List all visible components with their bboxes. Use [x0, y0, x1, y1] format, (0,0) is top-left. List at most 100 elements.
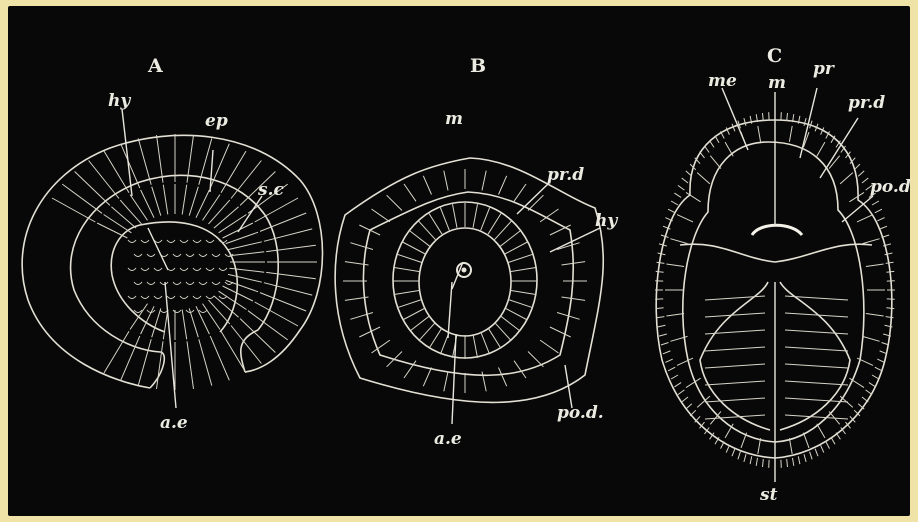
- panel-a-cell-wall: [182, 310, 187, 340]
- panel-b-cell-wall: [397, 300, 422, 308]
- panel-a-cell-wall: [240, 319, 275, 353]
- panel-a-yolk-cell: [167, 240, 175, 243]
- panel-c-cilium: [862, 178, 868, 183]
- panel-c-cilium: [872, 375, 879, 379]
- label-c-st: st: [759, 485, 778, 505]
- panel-b-cell-wall: [419, 221, 436, 239]
- panel-c-cilium: [674, 193, 681, 197]
- panel-c-cilium: [674, 383, 681, 387]
- panel-c-cilium: [831, 437, 835, 444]
- label-b-prd: pr.d: [547, 165, 584, 185]
- panel-b-prd-leader: [517, 182, 550, 214]
- panel-c-cilium: [663, 351, 670, 354]
- panel-b-cell-wall: [404, 184, 416, 201]
- panel-c-cell-wall: [789, 126, 792, 142]
- panel-a-yolk-cell: [212, 282, 220, 285]
- panel-a-cell-wall: [182, 185, 187, 215]
- panel-a-cell-wall: [230, 268, 265, 272]
- label-b-pod: po.d.: [557, 403, 604, 423]
- panel-c-cilium: [710, 141, 714, 148]
- panel-b-cell-wall: [410, 231, 430, 246]
- panel-c-gut-cell: [705, 415, 765, 419]
- panel-a-yolk-cell: [193, 268, 201, 271]
- panel-c-cilium: [787, 113, 788, 121]
- panel-c-cilium: [877, 359, 884, 362]
- panel-a-ae-leader: [165, 282, 176, 408]
- panel-a-yolk-cell: [212, 254, 220, 257]
- panel-b-cell-wall: [440, 208, 449, 231]
- panel-b-cell-wall: [387, 352, 402, 367]
- panel-b-cell-wall: [508, 300, 533, 308]
- panel-c-cilium: [787, 459, 788, 467]
- panel-c-cilium: [826, 442, 830, 449]
- panel-b-cell-wall: [500, 316, 520, 331]
- panel-a-cell-wall: [228, 242, 262, 250]
- panel-c-cilium: [657, 317, 665, 318]
- panel-b-cell-wall: [403, 308, 426, 320]
- panel-a-cell-wall: [219, 215, 247, 233]
- panel-a-cell-wall: [120, 200, 141, 224]
- panel-b-cell-wall: [387, 195, 402, 210]
- panel-c-cilium: [862, 397, 868, 402]
- panel-b-mouth-dot: [462, 268, 467, 273]
- panel-c-cell-wall: [863, 336, 880, 341]
- panel-c-cell-wall: [758, 438, 761, 454]
- panel-c-cilium: [750, 456, 752, 464]
- panel-a-yolk-cell: [141, 268, 149, 271]
- panel-a-cell-wall: [138, 339, 151, 385]
- panel-c-cilium: [886, 308, 894, 309]
- panel-c-cilium: [886, 317, 894, 318]
- panel-c-cilium: [744, 118, 746, 126]
- label-c-pod: po.d: [870, 177, 911, 197]
- panel-c-mouth: [752, 225, 802, 235]
- panel-a-yolk-cell: [160, 282, 168, 285]
- panel-c-cell-wall: [817, 424, 825, 438]
- panel-b-cell-wall: [505, 308, 528, 320]
- panel-b-cell-wall: [514, 184, 526, 201]
- panel-c-cell-wall: [710, 156, 721, 169]
- label-c-prd: pr.d: [848, 93, 885, 113]
- panel-c-cilium: [854, 164, 860, 170]
- panel-b-cell-wall: [444, 171, 448, 191]
- panel-a-cell-wall: [209, 200, 230, 224]
- panel-b-cell-wall: [550, 225, 571, 235]
- label-a-sc: s.c: [257, 180, 284, 200]
- label-b-m: m: [445, 109, 463, 129]
- panel-c-cilium: [877, 218, 884, 221]
- panel-a-yolk-cell: [186, 282, 194, 285]
- panel-b-cell-wall: [481, 332, 490, 355]
- panel-c-cell-wall: [803, 433, 809, 448]
- panel-c-gut-cell: [705, 381, 765, 385]
- panel-c-cilium: [866, 390, 873, 395]
- panel-c-cilium: [810, 452, 813, 460]
- panel-a-cell-wall: [214, 296, 239, 317]
- panel-c-cell-wall: [666, 264, 684, 267]
- panel-a-cell-wall: [221, 151, 246, 193]
- panel-b-cell-wall: [550, 327, 571, 337]
- panel-a-cell-wall: [163, 185, 168, 215]
- panel-a-cell-wall: [209, 300, 230, 324]
- panel-c-cilium: [668, 209, 675, 213]
- panel-c-cell-wall: [670, 239, 687, 244]
- panel-b-cell-wall: [562, 297, 586, 300]
- label-a-ae: a.e: [160, 413, 188, 433]
- panel-a-yolk-cell: [128, 240, 136, 243]
- panel-c-cilium: [657, 262, 665, 263]
- panel-a-blastopore-lip-right: [241, 330, 258, 372]
- panel-c-cilium: [682, 397, 688, 402]
- panel-c-cell-wall: [866, 314, 884, 317]
- panel-c-stomach-roof: [680, 244, 872, 262]
- panel-a-yolk-cell: [180, 296, 188, 299]
- panel-a-yolk-cell: [199, 282, 207, 285]
- panel-a-yolk-cell: [167, 296, 175, 299]
- panel-a-cell-wall: [75, 172, 110, 206]
- panel-c-cell-wall: [758, 126, 761, 142]
- panel-c-gut-cell: [705, 347, 765, 351]
- panel-c-cell-wall: [817, 142, 825, 156]
- panel-c-cell-wall: [677, 358, 693, 365]
- panel-b-middle-wall: [363, 192, 573, 375]
- panel-b-cell-wall: [372, 209, 390, 222]
- panel-c-cilium: [690, 410, 696, 416]
- panel-c-cilium: [885, 253, 893, 255]
